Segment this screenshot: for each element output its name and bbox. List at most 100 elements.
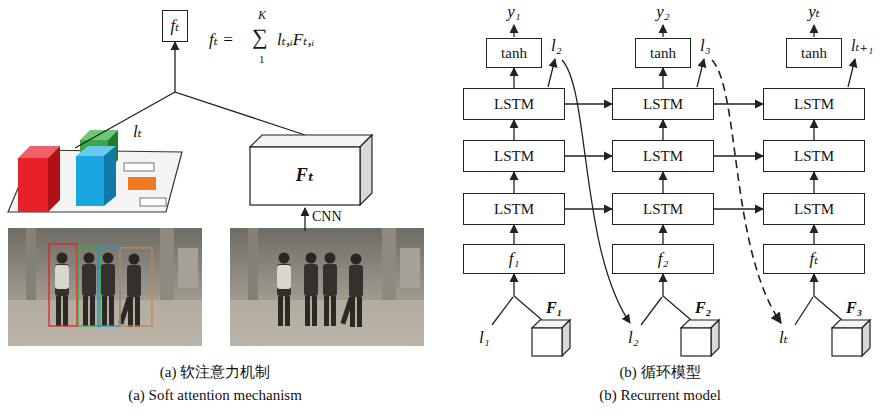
node-text: F₁ xyxy=(546,299,562,317)
math-label: CNN xyxy=(311,209,343,225)
node-text: fₜ xyxy=(171,17,180,36)
weight-cell xyxy=(124,163,154,171)
node-text: fₜ xyxy=(810,250,819,269)
connector-arrow xyxy=(714,208,763,209)
node-text: LSTM xyxy=(643,148,683,165)
node-text: LSTM xyxy=(494,148,534,165)
math-label: lₜ,ᵢFₜ,ᵢ xyxy=(276,30,315,50)
connector-arrow xyxy=(662,172,663,193)
cube-outline xyxy=(532,320,570,356)
merge-line xyxy=(75,92,175,148)
math-label: l₂ xyxy=(627,328,640,348)
caption-text: (a) 软注意力机制 xyxy=(159,364,271,381)
caption-text: (b) 循环模型 xyxy=(618,364,701,381)
bounding-box xyxy=(78,246,100,326)
node-text: f₁ xyxy=(509,250,520,269)
photo xyxy=(230,228,424,346)
cnn-arrow xyxy=(304,208,305,231)
attention-plane xyxy=(8,150,182,212)
math-label: lₜ xyxy=(778,328,789,348)
connector-arrow xyxy=(813,120,814,140)
connector-arrow xyxy=(565,208,612,209)
cube-side xyxy=(862,320,870,356)
merge-line xyxy=(492,297,513,325)
location-arrow xyxy=(697,59,704,87)
cube-side xyxy=(360,135,372,205)
merge-line xyxy=(795,297,813,325)
weight-cell xyxy=(140,198,166,206)
weight-bar xyxy=(18,146,60,212)
connector-arrow xyxy=(565,103,612,104)
node-text: LSTM xyxy=(794,148,834,165)
connector-arrow xyxy=(565,155,612,156)
node-text: tanh xyxy=(801,45,827,62)
output-arrow xyxy=(513,25,514,37)
location-arrow xyxy=(848,59,855,87)
node-text: LSTM xyxy=(494,96,534,113)
output-arrow xyxy=(662,25,663,37)
process-box: f₂ xyxy=(612,244,714,274)
connector-arrow xyxy=(662,120,663,140)
process-box: fₜ xyxy=(162,10,188,42)
connector-arrow xyxy=(514,274,542,320)
connector-arrow xyxy=(513,68,514,88)
bounding-box xyxy=(120,248,152,326)
math-label: yₜ xyxy=(807,2,821,22)
cube-block: F₁ xyxy=(532,320,570,356)
cube-outline xyxy=(832,320,870,356)
bounding-box xyxy=(49,244,77,326)
math-label: l₁ xyxy=(478,328,491,348)
node-text: LSTM xyxy=(494,201,534,218)
process-box: LSTM xyxy=(463,193,565,225)
cube-front xyxy=(681,328,711,356)
connector-arrow xyxy=(814,274,842,320)
math-label: K xyxy=(257,9,267,23)
math-label: fₜ = xyxy=(208,30,235,50)
node-text: Fₜ xyxy=(250,147,360,205)
connector-arrow xyxy=(663,274,691,320)
location-arrow xyxy=(548,59,555,87)
process-box: LSTM xyxy=(763,88,865,120)
weight-bar xyxy=(128,177,156,190)
process-box: tanh xyxy=(635,38,691,68)
process-box: tanh xyxy=(786,38,842,68)
caption-text: (b) Recurrent model xyxy=(598,387,722,404)
cube-outline xyxy=(681,320,719,356)
node-text: F₃ xyxy=(846,299,862,317)
connector-arrow xyxy=(714,103,763,104)
connector-arrow xyxy=(513,172,514,193)
cube-side xyxy=(562,320,570,356)
connector-arrow xyxy=(813,172,814,193)
connector-arrow xyxy=(662,68,663,88)
connector-arrow xyxy=(662,225,663,244)
node-text: LSTM xyxy=(643,96,683,113)
math-label: lₜ xyxy=(132,122,143,142)
process-box: LSTM xyxy=(463,88,565,120)
caption-text: (a) Soft attention mechanism xyxy=(127,387,303,404)
node-text: tanh xyxy=(501,45,527,62)
node-text: LSTM xyxy=(794,96,834,113)
cube-front xyxy=(532,328,562,356)
connector-arrow xyxy=(813,225,814,244)
cube-block: F₃ xyxy=(832,320,870,356)
cube-block: Fₜ xyxy=(250,135,372,205)
math-label: 1 xyxy=(258,53,266,66)
math-label: l₂ xyxy=(550,36,563,56)
process-box: LSTM xyxy=(612,140,714,172)
cube-top xyxy=(250,135,372,147)
node-text: tanh xyxy=(650,45,676,62)
process-box: LSTM xyxy=(612,88,714,120)
process-box: LSTM xyxy=(763,140,865,172)
math-label: ∑ xyxy=(251,24,269,49)
math-label: lₜ₊₁ xyxy=(850,37,874,55)
node-text: LSTM xyxy=(643,201,683,218)
connector-arrow xyxy=(513,120,514,140)
process-box: LSTM xyxy=(612,193,714,225)
process-box: LSTM xyxy=(463,140,565,172)
process-box: LSTM xyxy=(763,193,865,225)
math-label: y₁ xyxy=(506,2,521,22)
